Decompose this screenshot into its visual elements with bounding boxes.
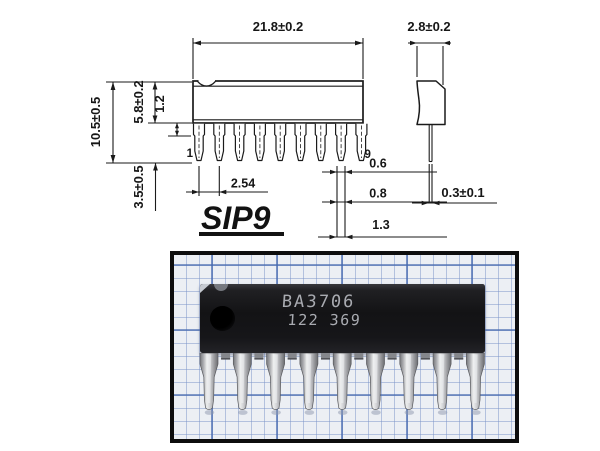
notch-erase (198, 79, 215, 83)
package-dimension-drawing: 21.8±0.2 10.5±0.5 5.8±0.2 1.2 3.5±0.5 1 … (88, 19, 497, 240)
dim-total-height-label: 10.5±0.5 (88, 97, 103, 148)
pin9-label: 9 (365, 149, 371, 161)
chip-marking: BA3706 122 369 (199, 292, 438, 329)
dim-lead-width-mid-label: 0.8 (369, 187, 386, 201)
chip-marking-lot-code: 122 369 (286, 311, 362, 329)
pin1-indicator-dot (210, 306, 235, 331)
front-view-pins (192, 123, 368, 162)
chip-index-notch (214, 284, 228, 291)
pin1-label: 1 (187, 148, 194, 160)
chip-marking-part-number: BA3706 (281, 292, 357, 312)
dim-lead-width-base-label: 1.3 (372, 218, 389, 232)
package-name-label: SIP9 (201, 200, 271, 236)
dim-lead-shoulder-label: 1.2 (153, 95, 167, 112)
dim-body-height-label: 5.8±0.2 (131, 80, 146, 123)
package-name-underline (199, 232, 284, 236)
dim-lead-width-tip-label: 0.6 (369, 157, 386, 171)
chip-photo: BA3706 122 369 (170, 251, 519, 443)
chip-pins (199, 353, 485, 416)
side-view-body (416, 80, 446, 163)
front-view-body (192, 79, 364, 124)
chip-body: BA3706 122 369 (200, 284, 485, 353)
dim-lead-width-lines (318, 166, 447, 240)
dim-lead-length-label: 3.5±0.5 (131, 165, 146, 208)
dim-lead-thickness-label: 0.3±0.1 (441, 185, 484, 200)
index-notch (197, 80, 216, 87)
dim-side-lines (408, 40, 497, 206)
dim-body-width (192, 38, 364, 79)
dim-pitch-label: 2.54 (231, 177, 255, 191)
dim-side-width-label: 2.8±0.2 (407, 19, 450, 34)
dim-left-lines (106, 81, 192, 211)
dim-pitch-lines (186, 166, 268, 196)
chip-corner-chamfer (200, 284, 210, 293)
dim-body-width-label: 21.8±0.2 (253, 19, 304, 34)
